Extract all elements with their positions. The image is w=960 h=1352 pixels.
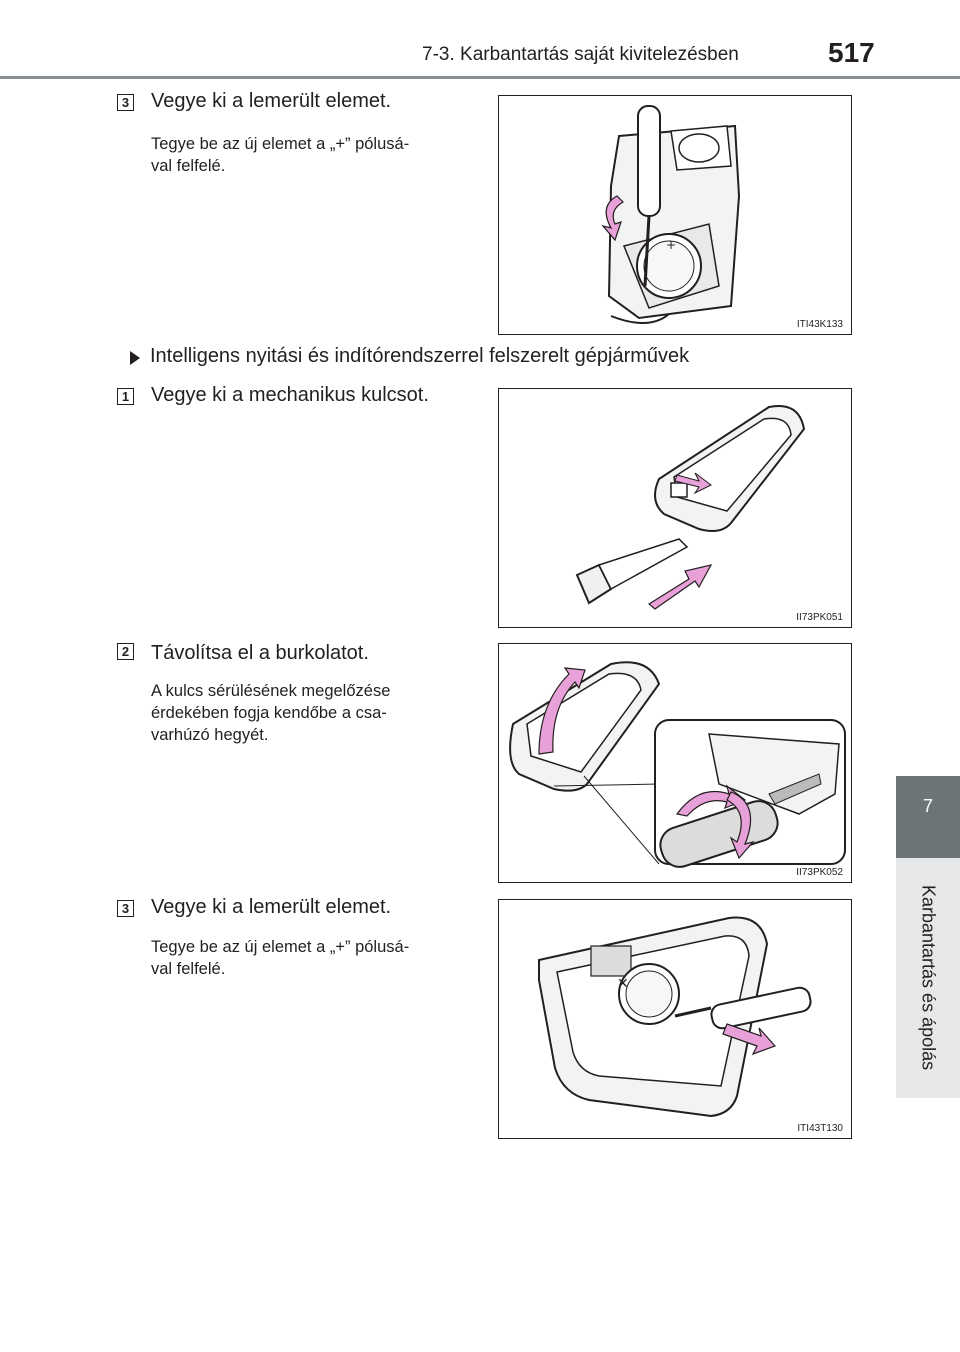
svg-text:✕: ✕ [617,976,629,992]
chapter-tab-strip [896,858,960,1098]
remove-cover-illustration [509,661,846,868]
step-description: A kulcs sérülésének megelőzése érdekében… [151,680,477,746]
step-title: Vegye ki a mechanikus kulcsot. [151,384,429,406]
step-description: Tegye be az új elemet a „+” pólusá- val … [151,133,477,177]
triangle-bullet-icon [130,351,140,365]
figure-remove-mechanical-key: II73PK051 [498,388,852,628]
mechanical-key-illustration [575,405,806,610]
section-heading: Intelligens nyitási és indítórendszerrel… [150,345,690,367]
smart-key-battery-illustration: ✕ [538,916,812,1118]
figure-remove-battery-screwdriver: + ITI43K133 [498,95,852,335]
step-description-line: varhúzó hegyét. [151,726,269,744]
step-description-line: val felfelé. [151,960,226,978]
step-description-line: érdekében fogja kendőbe a csa- [151,704,387,722]
svg-text:+: + [666,238,676,252]
page-number: 517 [828,37,875,68]
figure-code: II73PK051 [796,612,843,623]
step-number-badge: 3 [117,94,134,111]
step-description: Tegye be az új elemet a „+” pólusá- val … [151,936,477,980]
step-description-line: Tegye be az új elemet a „+” pólusá- [151,135,410,153]
step-description-line: Tegye be az új elemet a „+” pólusá- [151,938,410,956]
step-title: Vegye ki a lemerült elemet. [151,90,392,112]
step-title: Vegye ki a lemerült elemet. [151,896,392,918]
header-divider [0,76,960,79]
step-number-badge: 3 [117,900,134,917]
figure-code: II73PK052 [796,867,843,878]
figure-code: ITI43T130 [797,1123,843,1134]
step-number-badge: 1 [117,388,134,405]
chapter-title: Karbantartás és ápolás [918,885,939,1071]
chapter-tab-box [896,776,960,858]
header-section-title: 7-3. Karbantartás saját kivitelezésben [422,44,739,65]
step-description-line: A kulcs sérülésének megelőzése [151,682,391,700]
step-description-line: val felfelé. [151,157,226,175]
figure-remove-cover: II73PK052 [498,643,852,883]
chapter-number: 7 [922,796,933,816]
step-number-badge: 2 [117,643,134,660]
step-title: Távolítsa el a burkolatot. [151,642,369,664]
figure-code: ITI43K133 [796,319,843,330]
remove-battery-illustration: + [601,105,741,325]
figure-remove-battery-smart-key: ✕ ITI43T130 [498,899,852,1139]
